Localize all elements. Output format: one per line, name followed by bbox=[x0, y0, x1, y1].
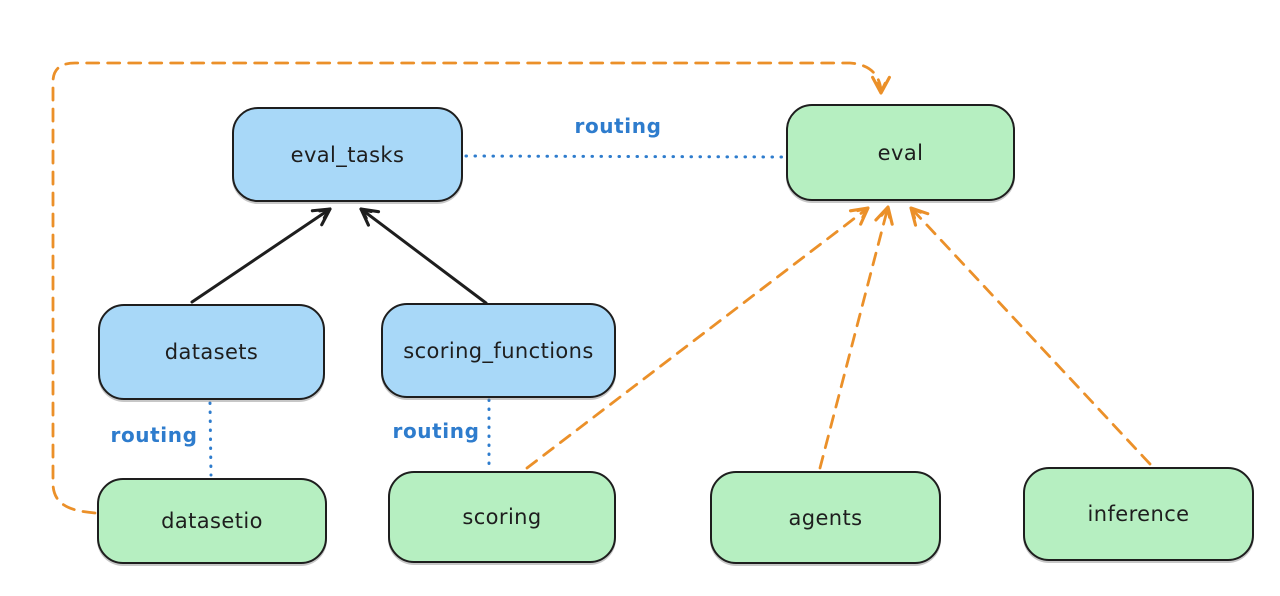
node-label: scoring bbox=[462, 505, 542, 529]
node-scoring: scoring bbox=[388, 471, 616, 563]
edge-label-routing-datasets-datasetio: routing bbox=[110, 423, 198, 447]
arrow-datasets-to-eval-tasks bbox=[190, 207, 332, 304]
arrow-scoring-functions-to-eval-tasks bbox=[359, 207, 488, 305]
node-label: datasetio bbox=[161, 509, 263, 533]
node-datasetio: datasetio bbox=[97, 478, 327, 564]
edge-label-routing-eval-tasks-eval: routing bbox=[574, 114, 662, 138]
arrow-inference-to-eval bbox=[909, 206, 1152, 466]
node-label: eval_tasks bbox=[290, 142, 405, 167]
routing-line-eval-tasks-to-eval bbox=[464, 154, 785, 159]
routing-line-datasets-to-datasetio bbox=[208, 401, 213, 477]
edge-label-routing-scoring-functions-scoring: routing bbox=[392, 419, 480, 443]
node-eval-tasks: eval_tasks bbox=[232, 107, 463, 202]
node-inference: inference bbox=[1023, 467, 1254, 561]
node-label: datasets bbox=[164, 340, 259, 364]
node-scoring-functions: scoring_functions bbox=[381, 303, 616, 398]
node-agents: agents bbox=[710, 471, 941, 564]
arrow-agents-to-eval bbox=[818, 205, 894, 470]
node-label: agents bbox=[788, 505, 863, 530]
node-label: inference bbox=[1087, 502, 1190, 526]
arrow-scoring-to-eval bbox=[525, 206, 870, 470]
node-datasets: datasets bbox=[98, 304, 325, 400]
arrow-datasetio-to-eval-loop bbox=[51, 61, 891, 515]
node-label: scoring_functions bbox=[403, 338, 594, 363]
node-label: eval bbox=[877, 140, 924, 165]
node-eval: eval bbox=[786, 104, 1015, 201]
